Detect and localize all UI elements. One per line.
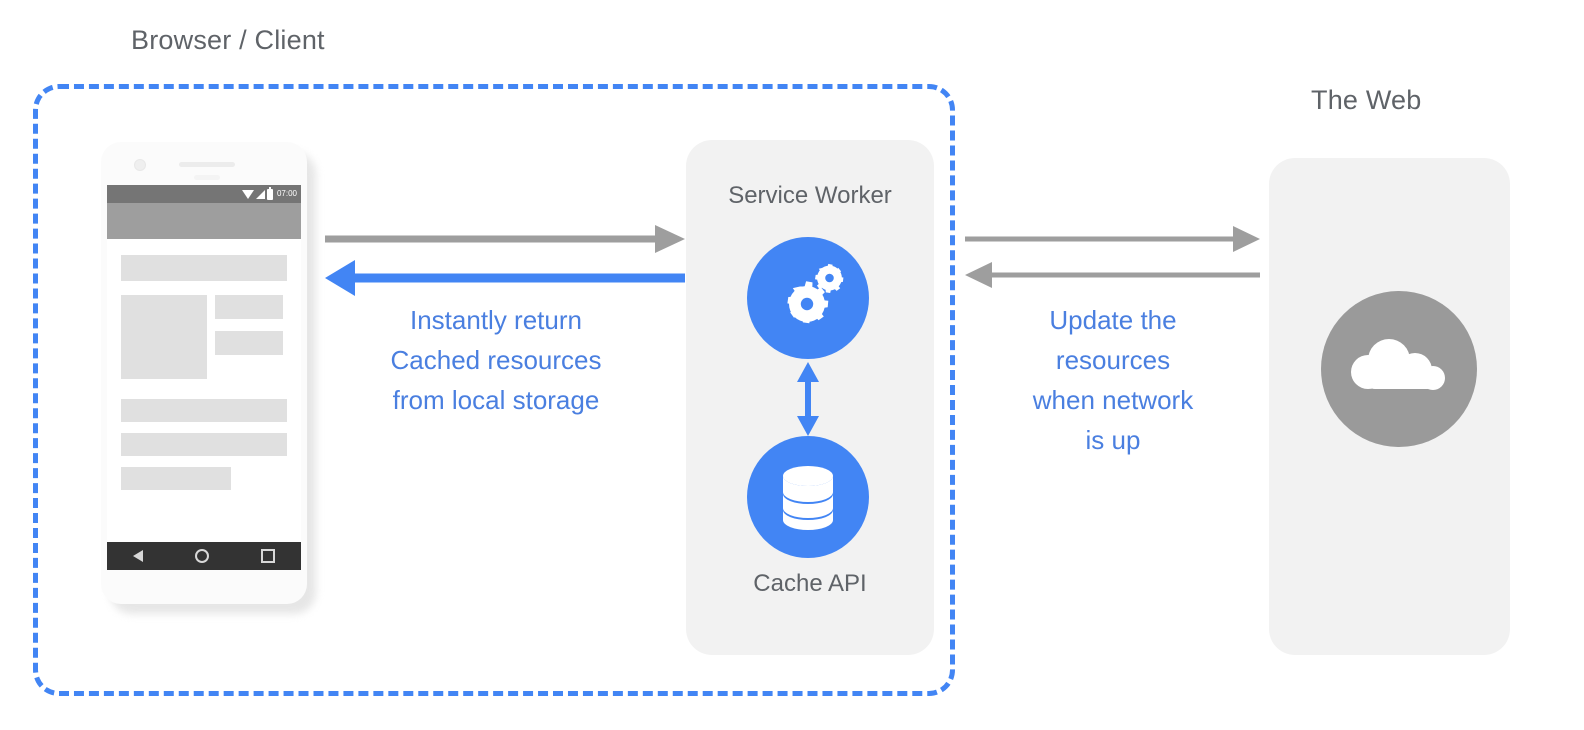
- arrow-service-worker-to-web: [965, 226, 1260, 252]
- phone-status-bar: 07:00: [107, 185, 301, 203]
- arrow-service-worker-to-client: [325, 260, 685, 296]
- note-left-line1: Instantly return: [410, 305, 582, 335]
- cache-api-title: Cache API: [753, 570, 867, 597]
- arrow-service-worker-cache-bidirectional: [797, 362, 819, 436]
- placeholder-column: [215, 295, 283, 379]
- gears-icon: [787, 263, 844, 324]
- wifi-icon: [241, 189, 254, 199]
- phone-mockup: 07:00: [101, 142, 316, 614]
- phone-speaker: [179, 162, 235, 167]
- browser-client-label: Browser / Client: [131, 25, 325, 55]
- signal-icon: [255, 189, 265, 199]
- web-cloud-badge: [1321, 291, 1477, 447]
- phone-content-placeholder: [107, 239, 301, 490]
- note-right-line1: Update the: [1049, 305, 1177, 335]
- placeholder-row: [121, 295, 287, 379]
- phone-camera-icon: [134, 159, 146, 171]
- note-right-line3: when network: [1032, 385, 1194, 415]
- cached-response-note: Instantly return Cached resources from l…: [336, 300, 656, 420]
- phone-app-bar: [107, 203, 301, 239]
- arrow-client-to-service-worker: [325, 225, 685, 253]
- placeholder-line-block: [121, 467, 231, 490]
- network-update-note: Update the resources when network is up: [985, 300, 1241, 460]
- cache-api-badge: [747, 436, 869, 558]
- service-worker-panel: Service Worker: [686, 140, 934, 655]
- note-right-line2: resources: [1055, 345, 1171, 375]
- note-right-line4: is up: [1085, 425, 1141, 455]
- placeholder-line-block: [121, 399, 287, 422]
- back-icon[interactable]: [133, 550, 143, 562]
- browser-client-boundary: [33, 84, 955, 696]
- the-web-label: The Web: [1311, 85, 1422, 115]
- placeholder-header-block: [121, 255, 287, 281]
- phone-nav-bar: [107, 542, 301, 570]
- placeholder-text-block: [215, 295, 283, 319]
- service-worker-title: Service Worker: [728, 182, 892, 209]
- service-worker-badge: [747, 237, 869, 359]
- the-web-panel: [1269, 158, 1510, 655]
- cloud-icon: [1351, 339, 1445, 390]
- placeholder-text-block: [215, 331, 283, 355]
- phone-sensor: [194, 175, 220, 180]
- home-icon[interactable]: [195, 549, 209, 563]
- phone-screen: 07:00: [107, 185, 301, 570]
- status-time: 07:00: [276, 189, 297, 198]
- note-left-line3: from local storage: [392, 385, 600, 415]
- recents-icon[interactable]: [261, 549, 275, 563]
- placeholder-image-block: [121, 295, 207, 379]
- arrow-web-to-service-worker: [965, 262, 1260, 288]
- note-left-line2: Cached resources: [390, 345, 602, 375]
- battery-icon: [266, 186, 273, 200]
- phone-body: 07:00: [101, 142, 307, 604]
- placeholder-line-block: [121, 433, 287, 456]
- database-icon: [783, 466, 833, 530]
